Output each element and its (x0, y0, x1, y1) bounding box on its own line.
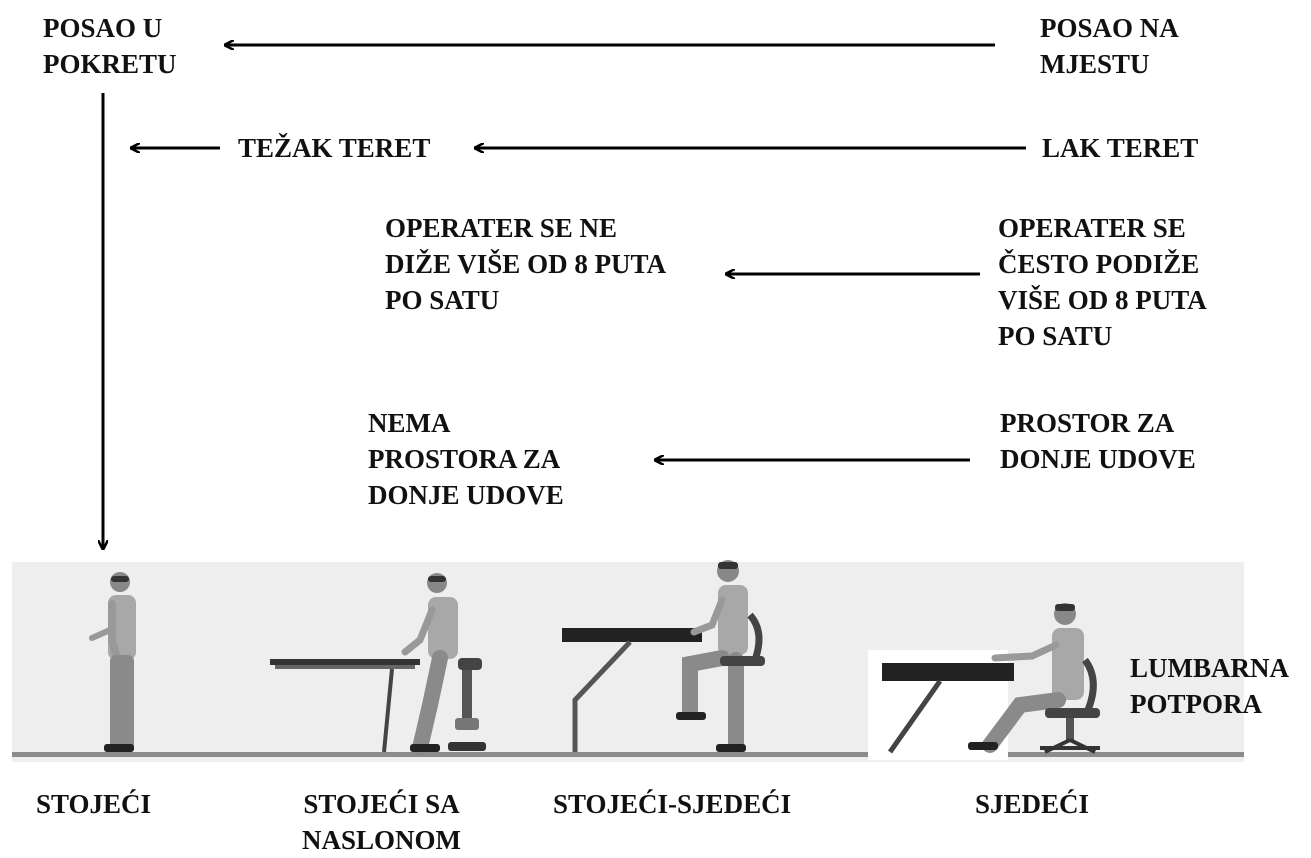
label-stojeci: STOJEĆI (36, 789, 152, 819)
figure-sitting (868, 603, 1100, 760)
label-prostor-za-udove: PROSTOR ZA DONJE UDOVE (1000, 408, 1196, 474)
posture-illustration-panel (12, 562, 1244, 762)
label-stojeci-sa-naslonom: STOJEĆI SA NASLONOM (302, 789, 462, 855)
floor-line (12, 752, 1244, 757)
label-stojeci-sjedeci: STOJEĆI-SJEDEĆI (553, 789, 792, 819)
label-nema-prostora: NEMA PROSTORA ZA DONJE UDOVE (368, 408, 564, 510)
label-operater-ne-dize: OPERATER SE NE DIŽE VIŠE OD 8 PUTA PO SA… (385, 213, 667, 315)
label-tezak-teret: TEŽAK TERET (238, 133, 431, 163)
label-sjedeci: SJEDEĆI (975, 789, 1090, 819)
label-operater-cesto-podize: OPERATER SE ČESTO PODIŽE VIŠE OD 8 PUTA … (998, 213, 1207, 351)
figure-stand-sit (562, 560, 765, 756)
figure-standing-support (270, 573, 486, 756)
label-posao-u-pokretu: POSAO U POKRETU (43, 13, 177, 79)
figure-standing (89, 572, 136, 752)
label-lak-teret: LAK TERET (1042, 133, 1199, 163)
label-posao-na-mjestu: POSAO NA MJESTU (1040, 13, 1179, 79)
label-lumbarna-potpora: LUMBARNA POTPORA (1130, 653, 1289, 719)
